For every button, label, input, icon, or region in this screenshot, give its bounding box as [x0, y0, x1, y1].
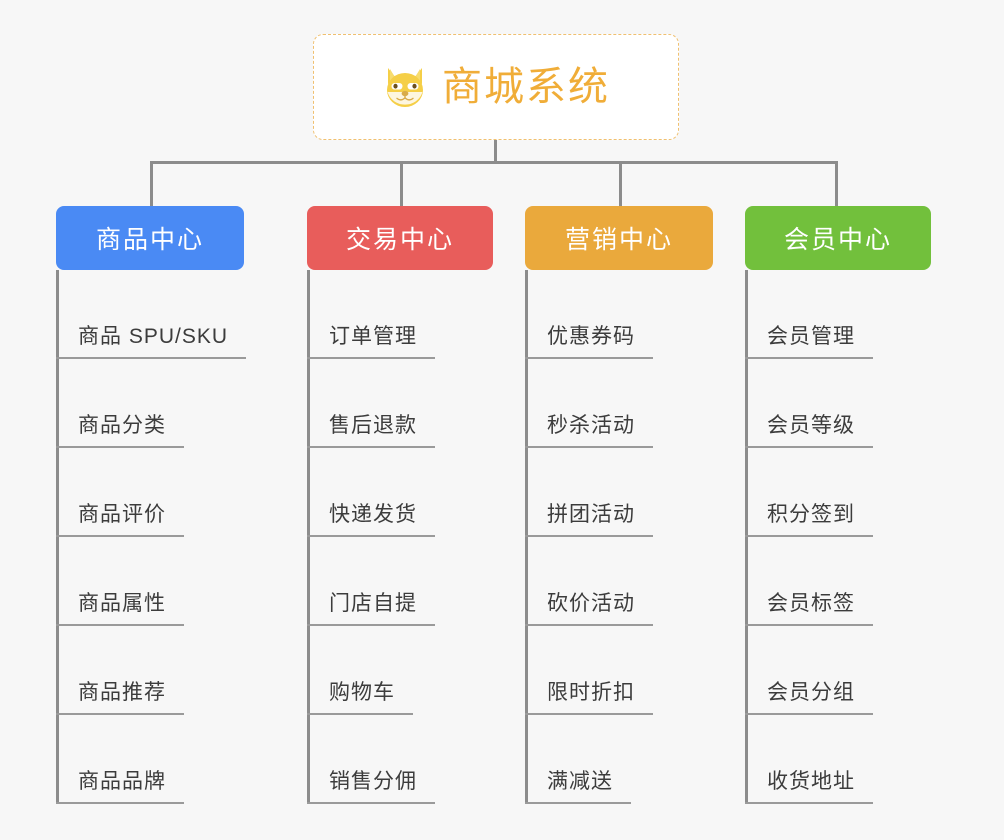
leaf-list-product-center: 商品 SPU/SKU 商品分类 商品评价 商品属性 商品推荐 商品品牌: [56, 270, 247, 804]
root-title: 商城系统: [442, 65, 610, 109]
leaf-label: 会员管理: [745, 320, 873, 359]
leaf-item[interactable]: 优惠券码: [525, 270, 713, 359]
root-node-商城系统[interactable]: 商城系统: [313, 34, 679, 140]
leaf-label: 商品属性: [56, 587, 184, 626]
leaf-label: 商品品牌: [56, 765, 184, 804]
leaf-item[interactable]: 商品 SPU/SKU: [56, 270, 247, 359]
leaf-item[interactable]: 满减送: [525, 715, 713, 804]
leaf-item[interactable]: 会员标签: [745, 537, 931, 626]
leaf-item[interactable]: 积分签到: [745, 448, 931, 537]
branch-column-trade-center: 交易中心 订单管理 售后退款 快递发货 门店自提 购物车 销售分佣: [307, 206, 493, 804]
leaf-item[interactable]: 订单管理: [307, 270, 493, 359]
leaf-item[interactable]: 砍价活动: [525, 537, 713, 626]
connector-horizontal-bus: [150, 161, 838, 164]
leaf-item[interactable]: 商品分类: [56, 359, 244, 448]
leaf-label: 购物车: [307, 676, 413, 715]
leaf-item[interactable]: 快递发货: [307, 448, 493, 537]
leaf-item[interactable]: 购物车: [307, 626, 493, 715]
leaf-item[interactable]: 商品品牌: [56, 715, 244, 804]
branch-column-product-center: 商品中心 商品 SPU/SKU 商品分类 商品评价 商品属性 商品推荐 商品品牌: [56, 206, 247, 804]
category-label: 会员中心: [783, 226, 892, 254]
leaf-item[interactable]: 限时折扣: [525, 626, 713, 715]
leaf-label: 秒杀活动: [525, 409, 653, 448]
leaf-item[interactable]: 商品属性: [56, 537, 244, 626]
leaf-label: 限时折扣: [525, 676, 653, 715]
branch-column-member-center: 会员中心 会员管理 会员等级 积分签到 会员标签 会员分组 收货地址: [745, 206, 931, 804]
leaf-item[interactable]: 拼团活动: [525, 448, 713, 537]
leaf-label: 商品 SPU/SKU: [56, 320, 247, 359]
leaf-label: 会员分组: [745, 676, 873, 715]
category-box-trade-center[interactable]: 交易中心: [307, 206, 493, 270]
leaf-item[interactable]: 售后退款: [307, 359, 493, 448]
leaf-label: 售后退款: [307, 409, 435, 448]
leaf-label: 商品推荐: [56, 676, 184, 715]
leaf-label: 商品评价: [56, 498, 184, 537]
leaf-label: 会员等级: [745, 409, 873, 448]
connector-drop-1: [150, 161, 153, 208]
leaf-label: 会员标签: [745, 587, 873, 626]
connector-drop-4: [835, 161, 838, 208]
leaf-item[interactable]: 销售分佣: [307, 715, 493, 804]
leaf-label: 商品分类: [56, 409, 184, 448]
leaf-label: 积分签到: [745, 498, 873, 537]
leaf-item[interactable]: 会员管理: [745, 270, 931, 359]
leaf-item[interactable]: 会员等级: [745, 359, 931, 448]
leaf-list-marketing-center: 优惠券码 秒杀活动 拼团活动 砍价活动 限时折扣 满减送: [525, 270, 713, 804]
leaf-item[interactable]: 会员分组: [745, 626, 931, 715]
leaf-label: 收货地址: [745, 765, 873, 804]
leaf-item[interactable]: 秒杀活动: [525, 359, 713, 448]
category-label: 营销中心: [564, 226, 673, 254]
connector-drop-3: [619, 161, 622, 208]
category-label: 交易中心: [345, 226, 454, 254]
category-box-product-center[interactable]: 商品中心: [56, 206, 244, 270]
leaf-label: 砍价活动: [525, 587, 653, 626]
shiba-dog-face-icon: [382, 64, 428, 110]
leaf-label: 满减送: [525, 765, 631, 804]
leaf-label: 销售分佣: [307, 765, 435, 804]
category-box-marketing-center[interactable]: 营销中心: [525, 206, 713, 270]
category-box-member-center[interactable]: 会员中心: [745, 206, 931, 270]
connector-drop-2: [400, 161, 403, 208]
connector-root-stem: [494, 140, 497, 164]
leaf-item[interactable]: 收货地址: [745, 715, 931, 804]
leaf-label: 快递发货: [307, 498, 435, 537]
leaf-item[interactable]: 商品推荐: [56, 626, 244, 715]
category-label: 商品中心: [95, 226, 204, 254]
branch-column-marketing-center: 营销中心 优惠券码 秒杀活动 拼团活动 砍价活动 限时折扣 满减送: [525, 206, 713, 804]
leaf-label: 优惠券码: [525, 320, 653, 359]
leaf-list-member-center: 会员管理 会员等级 积分签到 会员标签 会员分组 收货地址: [745, 270, 931, 804]
leaf-item[interactable]: 商品评价: [56, 448, 244, 537]
leaf-label: 门店自提: [307, 587, 435, 626]
leaf-list-trade-center: 订单管理 售后退款 快递发货 门店自提 购物车 销售分佣: [307, 270, 493, 804]
leaf-label: 订单管理: [307, 320, 435, 359]
leaf-label: 拼团活动: [525, 498, 653, 537]
leaf-item[interactable]: 门店自提: [307, 537, 493, 626]
